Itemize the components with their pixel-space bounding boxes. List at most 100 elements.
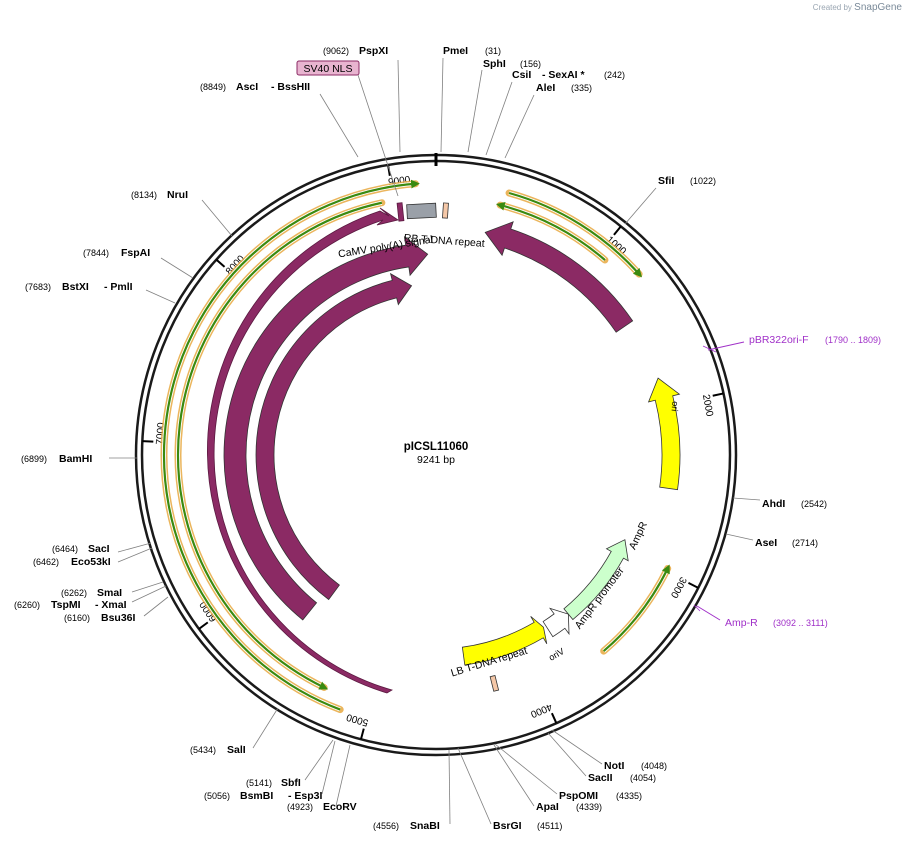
orf-cas9-outer (162, 179, 420, 711)
site-pspxi-pos: (9062) (323, 46, 349, 56)
site-ecorv-leader (335, 744, 351, 807)
site-saci-leader (117, 542, 152, 553)
oriv-label: oriV (547, 646, 566, 663)
site-csii-pos: (242) (604, 70, 625, 80)
site-tspmi-leader (131, 585, 167, 603)
site-apai-pos: (4339) (576, 802, 602, 812)
site-noti-pos: (4048) (641, 761, 667, 771)
tick-8000 (215, 258, 226, 268)
site-pspxi-name: PspXI (359, 45, 388, 57)
cas9-inner-2[interactable] (255, 272, 413, 601)
tick-label-3000: 3000 (668, 575, 689, 600)
site-tspmi-name: TspMI (51, 599, 81, 611)
tick-2000 (712, 392, 724, 397)
site-asei-pos: (2714) (792, 538, 818, 548)
site-saci-name: SacI (88, 543, 110, 555)
site-pmei-name: PmeI (443, 45, 468, 57)
site-sbfi-pos: (5141) (246, 778, 272, 788)
site-apai-leader (493, 744, 535, 807)
site-pmei-leader (440, 57, 444, 153)
site-ecorv-name: EcoRV (323, 801, 357, 813)
ori-feature[interactable] (647, 377, 681, 491)
site-pspomi-name: PspOMI (559, 790, 598, 802)
rb-repeat-box (442, 202, 449, 219)
orf-cas9-inner (176, 201, 383, 690)
site-fspai-name: FspAI (121, 247, 150, 259)
tick-label-4000: 4000 (528, 701, 553, 720)
rb-label: RB T-DNA repeat (403, 232, 485, 250)
feature-arcs (223, 221, 681, 666)
site-sbfi-leader (304, 739, 334, 781)
cas9-label-3: Cas9 (274, 444, 284, 466)
site-asci-leader (319, 93, 359, 158)
primer-pbr322ori-f-leader (707, 341, 745, 351)
plasmid-name: pICSL11060 (404, 441, 469, 453)
orf-trfa-outer (508, 191, 643, 278)
primer-pbr322ori-f-tick (702, 345, 717, 353)
primer-ampr-leader (696, 605, 721, 621)
tick-3000 (687, 582, 699, 589)
site-bsrgi-pos: (4511) (537, 821, 562, 831)
sv40-nls-label: SV40 NLS (303, 63, 352, 75)
site-bsmbi-leader (321, 740, 336, 795)
site-sbfi-name: SbfI (281, 777, 301, 789)
watermark-created-by: Created by (812, 3, 852, 12)
site-alei-pos: (335) (571, 83, 592, 93)
site-noti-leader (551, 729, 603, 765)
site-ahdi-name: AhdI (762, 498, 785, 510)
primer-ampr-tick (693, 604, 701, 612)
watermark-brand: SnapGene (854, 2, 902, 13)
site-asci-pos: (8849) (200, 82, 226, 92)
site-alei-leader (504, 94, 535, 159)
site-pspomi-leader (494, 743, 558, 795)
site-bamhi-pos: (6899) (21, 454, 47, 464)
primer-pbr322ori-f-name: pBR322ori-F (749, 334, 809, 346)
site-bsrgi-leader (457, 747, 492, 825)
site-nrui-leader (201, 199, 233, 237)
trfa-feature[interactable] (484, 221, 634, 333)
site-bsu36i-leader (143, 596, 169, 617)
site-ecorv-pos: (4923) (287, 802, 313, 812)
tick-1000 (613, 225, 622, 236)
site-snabi-name: SnaBI (410, 820, 440, 832)
site-csii-name: CsiI (512, 69, 531, 81)
site-smai-name: SmaI (97, 587, 122, 599)
site-nrui-name: NruI (167, 189, 188, 201)
site-nrui-pos: (8134) (131, 190, 157, 200)
site-bstxi-leader (145, 289, 176, 304)
sv40-nls-leader (357, 74, 399, 197)
site-sfii-pos: (1022) (690, 176, 716, 186)
site-bamhi-name: BamHI (59, 453, 92, 465)
tick-label-2000: 2000 (700, 394, 715, 418)
orf-ampr (602, 564, 670, 652)
tick-label-5000: 5000 (345, 711, 370, 728)
site-sphi-pos: (156) (520, 59, 541, 69)
site-noti-name: NotI (604, 760, 624, 772)
ampr-label: AmpR (627, 520, 650, 552)
site-ahdi-pos: (2542) (801, 499, 827, 509)
site-bsu36i-name: Bsu36I (101, 612, 136, 624)
site-sacii-leader (547, 732, 587, 777)
site-fspai-leader (160, 257, 194, 279)
ampr-promoter-feature[interactable] (542, 607, 570, 638)
labels-layer: (9062)PspXI(8849)AscI- BssHII(31)PmeI(15… (14, 45, 881, 832)
primer-ampr-name: Amp-R (725, 617, 758, 629)
site-smai-leader (131, 581, 164, 593)
cas9-arc-outer[interactable] (207, 207, 399, 694)
cas9-label-1: Cas9 (194, 444, 204, 466)
site-fspai-pos: (7844) (83, 248, 109, 258)
site-bstxi-name: BstXI (62, 281, 89, 293)
oriv-feature[interactable] (461, 616, 548, 666)
site-bstxi-extra: - PmlI (104, 281, 133, 293)
ori-label: ori (669, 401, 680, 412)
tick-6000 (198, 621, 209, 630)
site-pspxi-leader (397, 59, 401, 153)
site-sacii-pos: (4054) (630, 773, 656, 783)
site-eco53ki-pos: (6462) (33, 557, 59, 567)
sv40-nls-tag (296, 60, 360, 76)
site-asei-leader (725, 533, 754, 541)
cas9-inner-1[interactable] (223, 235, 429, 621)
site-tspmi-pos: (6260) (14, 600, 40, 610)
site-sphi-leader (467, 69, 483, 153)
